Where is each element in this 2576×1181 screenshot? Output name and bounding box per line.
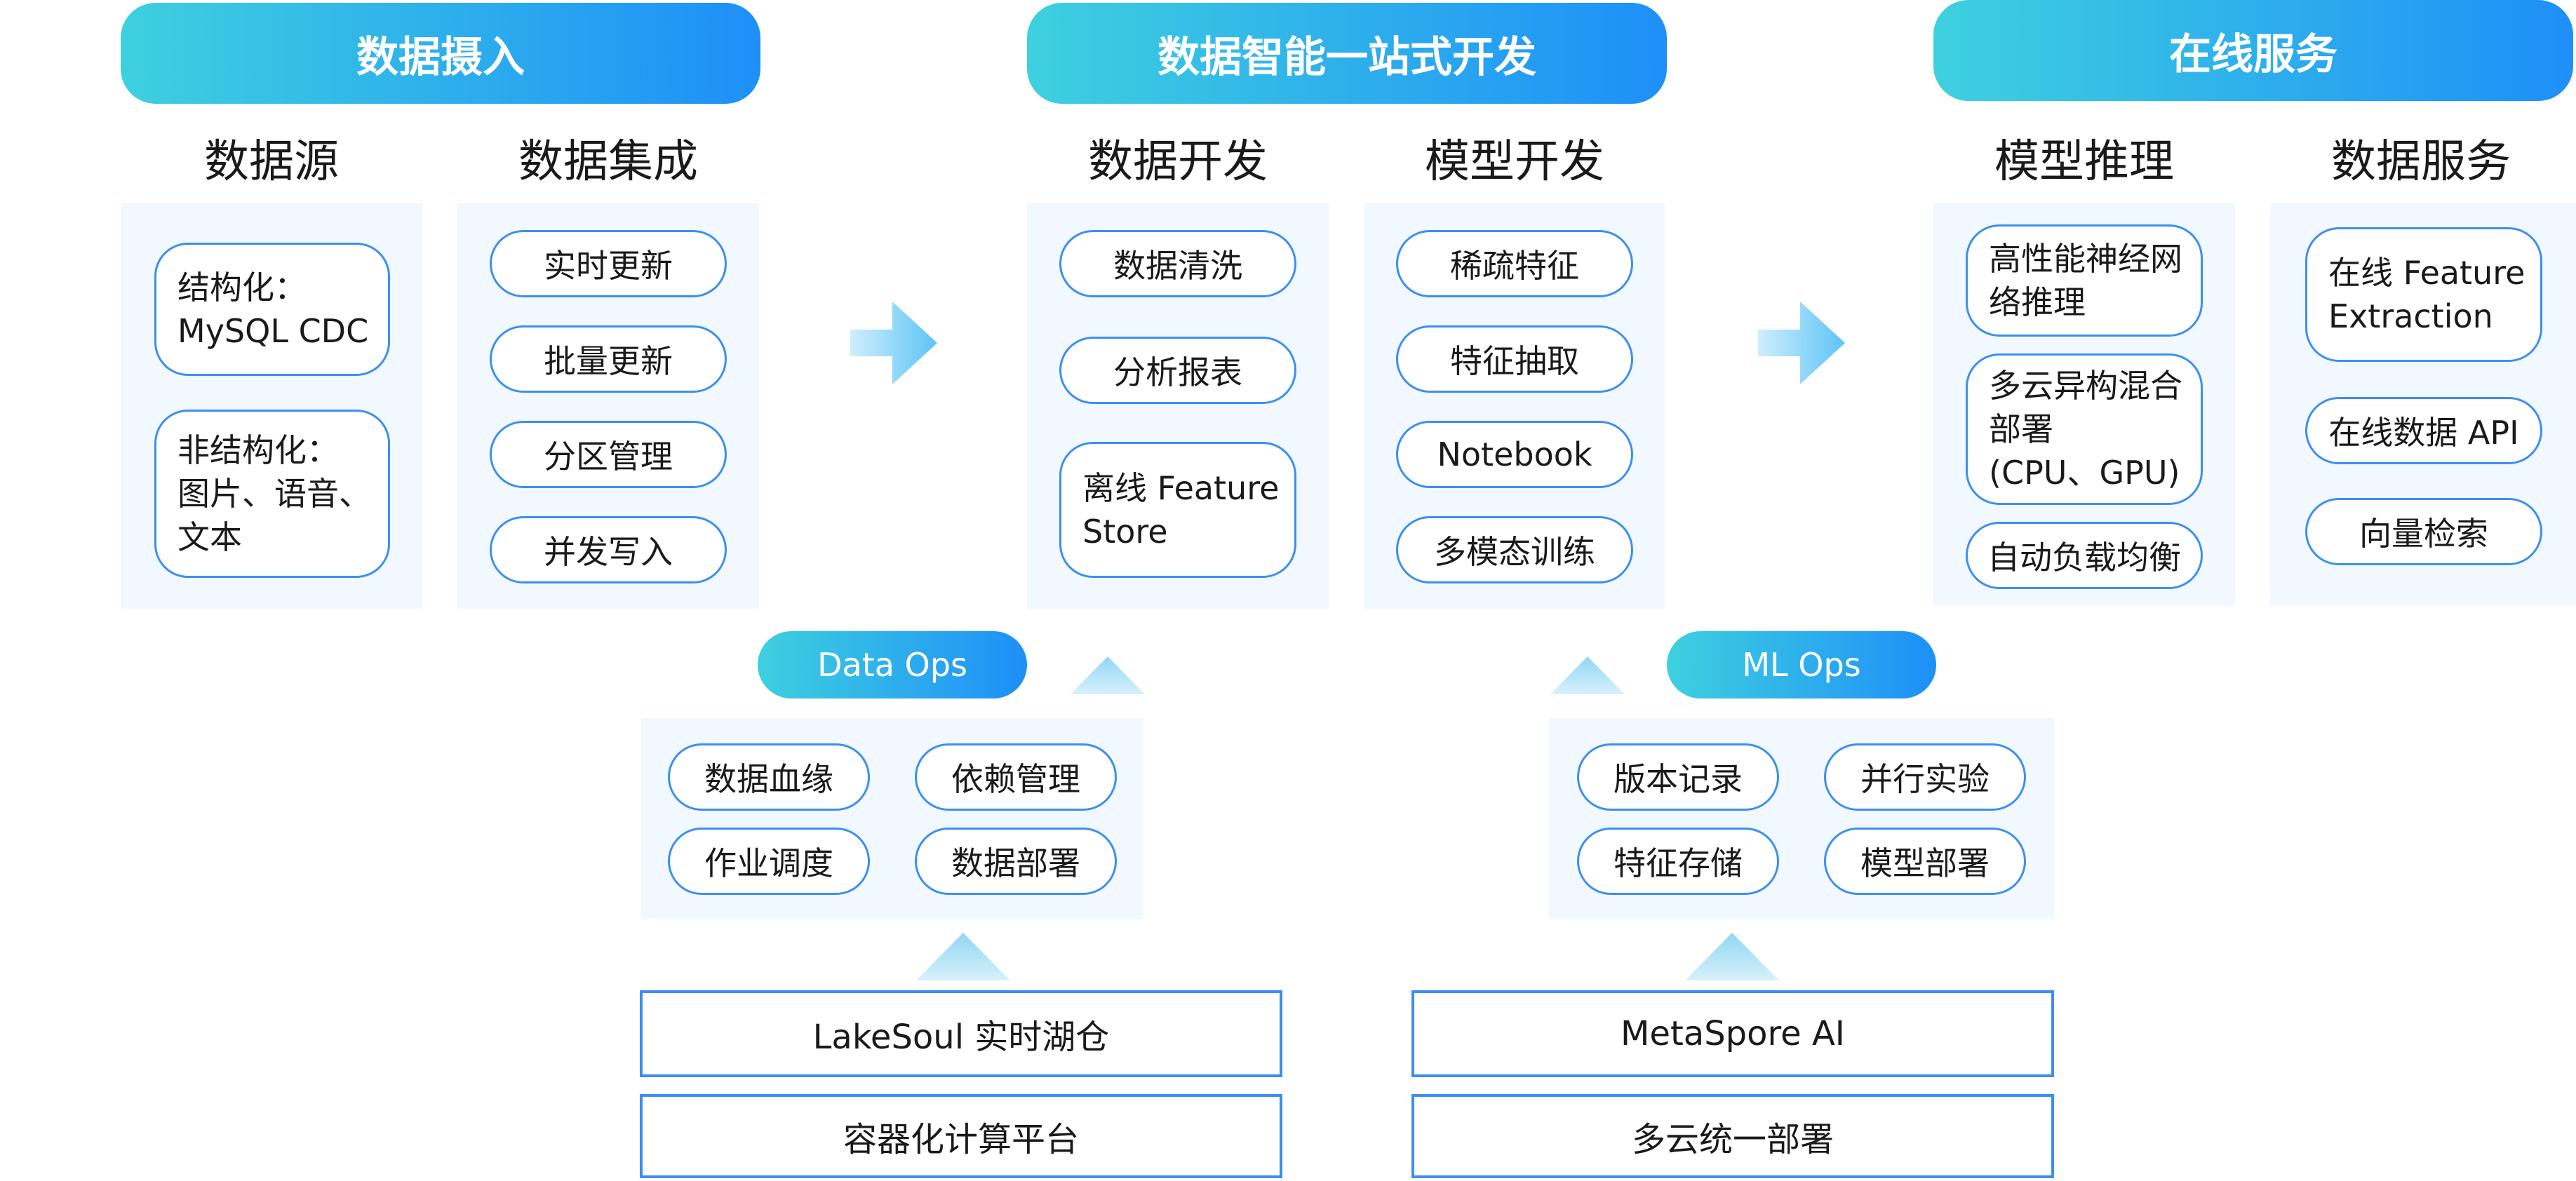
pill-ml-ops-item: 特征存储: [1577, 828, 1779, 895]
data-ops-label: Data Ops: [758, 631, 1027, 699]
header-data-intelligence-dev-label: 数据智能一站式开发: [1158, 32, 1536, 82]
section-title-model-inference: 模型推理: [1994, 136, 2174, 188]
box-metaspore-ai: MetaSpore AI: [1411, 990, 2054, 1077]
triangle-up-icon: [1685, 933, 1779, 980]
section-title-data-service: 数据服务: [2331, 136, 2511, 188]
pill-ml-ops-item: 并行实验: [1824, 743, 2026, 811]
pill-integration-item: 实时更新: [490, 230, 727, 297]
arrow-right-icon: [850, 302, 937, 384]
triangle-up-icon: [1550, 656, 1625, 694]
pill-integration-item: 并发写入: [490, 516, 727, 583]
pill-data-ops-item: 依赖管理: [915, 743, 1117, 811]
section-title-data-integration: 数据集成: [518, 136, 698, 188]
header-data-intelligence-dev: 数据智能一站式开发: [1027, 3, 1667, 104]
pill-ml-ops-item: 模型部署: [1824, 828, 2026, 895]
pill-data-service-item: 在线 Feature Extraction: [2305, 227, 2542, 362]
pill-integration-item: 分区管理: [490, 421, 727, 488]
section-title-model-dev: 模型开发: [1425, 136, 1604, 188]
pill-data-ops-item: 数据血缘: [668, 743, 870, 811]
box-lakesoul-lakehouse: LakeSoul 实时湖仓: [640, 990, 1282, 1077]
pill-data-service-item: 向量检索: [2305, 498, 2542, 565]
pill-data-service-item: 在线数据 API: [2305, 397, 2542, 464]
pill-inference-item: 多云异构混合 部署 (CPU、GPU): [1966, 353, 2203, 505]
pill-data-dev-item: 分析报表: [1059, 337, 1296, 404]
box-container-compute-platform: 容器化计算平台: [640, 1094, 1282, 1178]
triangle-up-icon: [916, 933, 1010, 980]
header-online-service: 在线服务: [1933, 0, 2573, 101]
pill-offline-feature-store: 离线 Feature Store: [1059, 442, 1296, 578]
pill-integration-item: 批量更新: [490, 325, 727, 393]
section-title-data-source: 数据源: [204, 136, 339, 188]
box-multi-cloud-deploy: 多云统一部署: [1411, 1094, 2054, 1178]
pill-data-dev-item: 数据清洗: [1059, 230, 1296, 297]
pill-model-dev-item: 特征抽取: [1396, 325, 1633, 393]
ml-ops-label: ML Ops: [1667, 631, 1936, 699]
pill-inference-item: 高性能神经网 络推理: [1966, 224, 2203, 337]
header-data-ingest-label: 数据摄入: [356, 32, 525, 82]
pill-model-dev-item: 多模态训练: [1396, 516, 1633, 583]
arrow-right-icon: [1758, 302, 1845, 384]
pill-inference-item: 自动负载均衡: [1966, 522, 2203, 589]
pill-ml-ops-item: 版本记录: [1577, 743, 1779, 811]
section-title-data-dev: 数据开发: [1088, 136, 1268, 188]
pill-model-dev-item: Notebook: [1396, 421, 1633, 488]
pill-data-ops-item: 作业调度: [668, 828, 870, 895]
header-data-ingest: 数据摄入: [121, 3, 760, 104]
pill-data-ops-item: 数据部署: [915, 828, 1117, 895]
pill-unstructured-source: 非结构化： 图片、语音、 文本: [154, 410, 390, 578]
pill-structured-source: 结构化： MySQL CDC: [154, 243, 390, 376]
triangle-up-icon: [1071, 656, 1145, 694]
header-online-service-label: 在线服务: [2169, 29, 2337, 79]
pill-model-dev-item: 稀疏特征: [1396, 230, 1633, 297]
